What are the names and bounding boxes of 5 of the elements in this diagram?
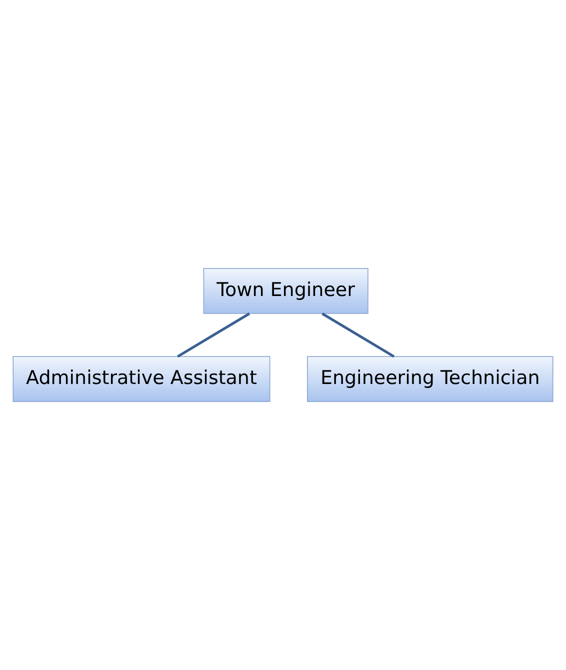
connector [176,312,250,358]
node-box: Engineering Technician [306,356,554,402]
node-box: Town Engineer [203,268,368,314]
node-box: Administrative Assistant [12,356,270,402]
connector [322,312,395,358]
